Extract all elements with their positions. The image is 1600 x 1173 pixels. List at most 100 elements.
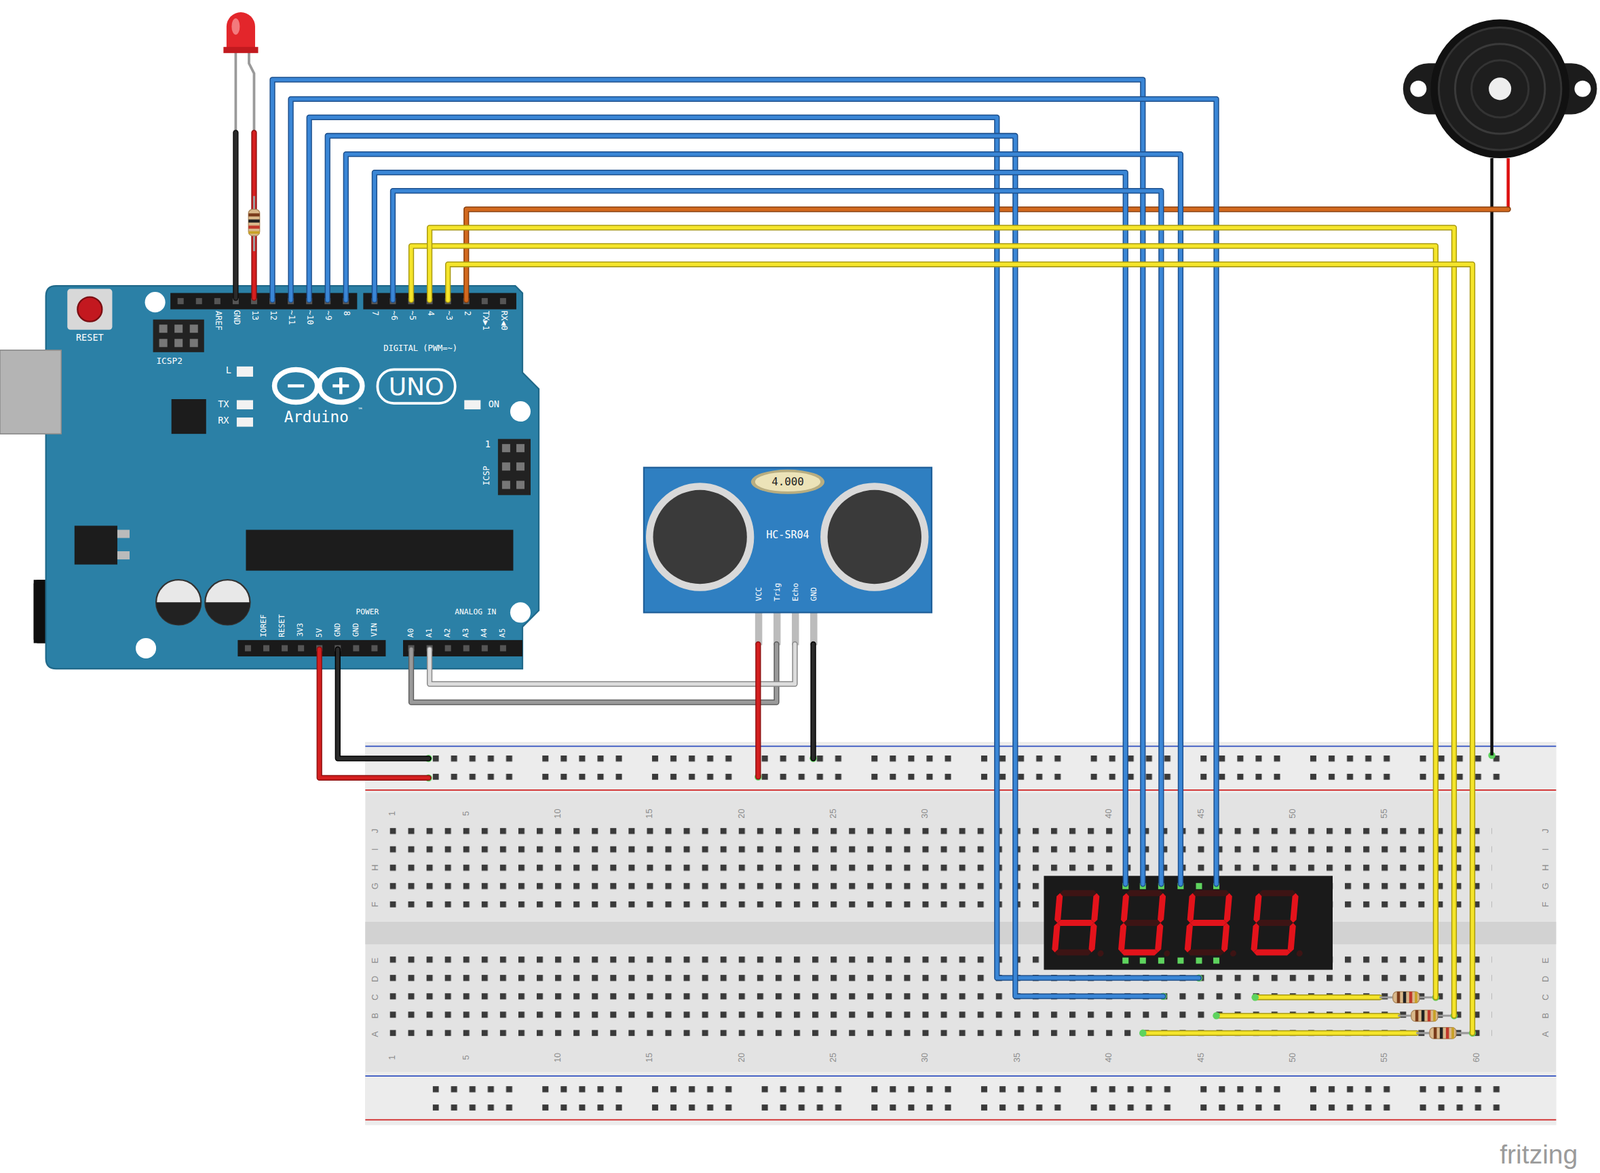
buzzer-illustration — [466, 19, 1597, 756]
arduino-illustration-part — [237, 639, 386, 657]
seven-segment-display-part-part — [1230, 949, 1237, 957]
breadboard: 1510152025304045505515101520253035404550… — [365, 741, 1556, 1125]
wire — [291, 99, 1217, 884]
pin-label: Echo — [791, 582, 800, 602]
breadboard-body-part — [365, 1118, 1556, 1121]
connection-dot-part — [1251, 993, 1259, 1001]
crystal-label: 4.000 — [771, 475, 805, 488]
seven-segment-display-part-part — [1250, 922, 1260, 952]
row-letter: F — [1540, 901, 1551, 907]
column-number: 40 — [1104, 1052, 1115, 1062]
pin-label: 2 — [462, 310, 471, 315]
wire-stroke — [374, 172, 1126, 884]
arduino-illustration-part-part — [502, 443, 511, 452]
pin-label: AREF — [213, 310, 222, 330]
breadboard-body-part — [365, 789, 1556, 791]
pin-label: Trig — [773, 582, 782, 602]
arduino-illustration-part-part — [463, 644, 470, 651]
led-illustration-part — [249, 50, 255, 133]
column-number: 15 — [645, 808, 655, 818]
model-name: UNO — [388, 373, 445, 401]
arduino-illustration-part-part — [263, 644, 270, 651]
wire-stroke — [392, 190, 1161, 884]
seven-segment-display-part-part — [1059, 889, 1098, 896]
arduino-illustration-part — [377, 369, 455, 404]
pin-label: RX◀0 — [498, 310, 508, 330]
arduino-illustration-part-part — [214, 297, 221, 304]
seven-segment-display-part-part — [1123, 919, 1161, 926]
buzzer-illustration-part — [1574, 80, 1591, 98]
pin-label: ~10 — [304, 310, 314, 326]
arduino-illustration-part — [498, 439, 531, 496]
wire — [411, 643, 777, 703]
wire — [392, 190, 1161, 884]
wire-stroke — [411, 245, 1436, 997]
seven-segment-display-part-part — [1051, 922, 1061, 952]
wire — [411, 245, 1436, 997]
pin-label: A4 — [480, 627, 489, 638]
seven-segment-display-part — [1051, 889, 1109, 957]
wire — [429, 227, 1455, 1016]
arduino-illustration-part — [244, 644, 507, 651]
arduino-illustration-part — [189, 338, 199, 347]
seven-segment-display-part-part — [1054, 949, 1092, 956]
breadboard-body-part — [365, 741, 1556, 1125]
seven-segment-display-part-part — [1118, 922, 1128, 952]
wire-stroke — [291, 99, 1217, 884]
row-letter: J — [1540, 828, 1551, 833]
seven-segment-display-part-part — [1158, 957, 1165, 964]
arduino-illustration-part — [287, 377, 349, 394]
breadboard-body-part — [432, 1085, 1505, 1111]
column-number: 5 — [461, 1054, 471, 1060]
pin-label: ~5 — [406, 310, 416, 320]
seven-segment-display-part-part — [1157, 892, 1167, 923]
seven-segment-display-part-part — [1195, 882, 1202, 889]
pin-label: GND — [231, 310, 241, 326]
ultrasonic-sensor-illustration-part — [751, 469, 825, 494]
row-letter: A — [1540, 1030, 1551, 1037]
seven-segment-display-part-part — [1122, 957, 1129, 964]
arduino-board: RESETICSP2AREFGND1312~11~10~987~6~54~32T… — [46, 283, 539, 669]
buzzer-illustration-part — [1430, 19, 1570, 159]
connection-dot-part — [1212, 1011, 1221, 1020]
row-letter: I — [370, 847, 380, 851]
pin-label: A0 — [407, 627, 416, 638]
arduino-illustration-part — [236, 417, 254, 427]
row-letter: J — [370, 828, 380, 833]
buzzer-illustration-part — [1488, 77, 1512, 100]
header-label: ICSP — [483, 465, 492, 486]
ultrasonic-sensor-illustration-part — [645, 482, 754, 591]
led-label: TX — [217, 400, 229, 411]
row-letter: H — [370, 864, 380, 871]
breadboard-jumpers-part — [1216, 1012, 1399, 1018]
ultrasonic-sensor: 4.000HC-SR04VCCTrigEchoGND — [643, 467, 932, 646]
column-number: 40 — [1104, 808, 1115, 818]
pin-label: GND — [352, 622, 361, 637]
column-number: 15 — [645, 1052, 655, 1062]
arduino-illustration-part — [117, 529, 130, 538]
wire-stroke — [429, 643, 795, 684]
column-number: 50 — [1287, 1052, 1298, 1062]
arduino-illustration-part — [204, 601, 250, 625]
arduino-illustration-part-part — [500, 644, 507, 651]
wire-stroke — [411, 643, 777, 703]
connection-dot-part — [1139, 1029, 1147, 1037]
brand-name: Arduino — [284, 409, 349, 427]
arduino-illustration-part-part — [445, 644, 452, 651]
watermark: fritzing — [1499, 1139, 1578, 1169]
arduino-illustration-part — [159, 324, 168, 333]
trademark: ™ — [358, 407, 362, 414]
column-number: 1 — [388, 810, 398, 816]
row-letter: C — [370, 994, 380, 1001]
row-letter: A — [370, 1030, 380, 1037]
ultrasonic-sensor-illustration-part — [652, 489, 747, 584]
arduino-illustration-part — [156, 579, 201, 625]
resistor-symbol-part — [1397, 1009, 1453, 1022]
seven-segment-display-part-part — [1054, 892, 1064, 923]
column-number: 1 — [388, 1054, 398, 1060]
row-letter: G — [1540, 882, 1551, 889]
breadboard-jumpers — [1142, 996, 1417, 1033]
wire — [447, 263, 1473, 1033]
row-letter: E — [370, 957, 380, 964]
wire-stroke — [411, 643, 777, 703]
